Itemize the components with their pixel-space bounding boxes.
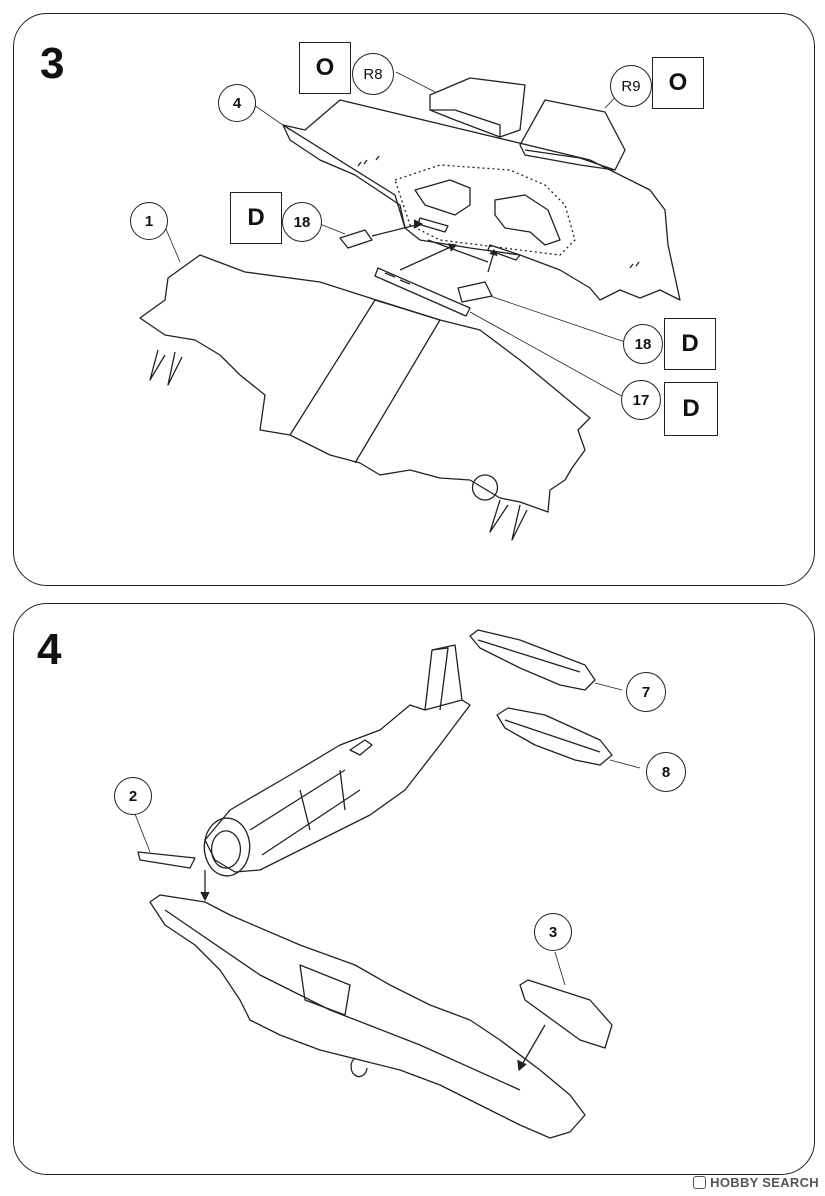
step-4-number: 4	[37, 625, 62, 674]
callout-part-1: 1	[130, 202, 168, 240]
callout-r9: R9	[610, 65, 652, 107]
callout-part-18-right: 18	[623, 324, 663, 364]
part-1-wing	[139, 254, 591, 513]
part-8-elevator	[496, 707, 613, 766]
step-4-panel	[13, 603, 815, 1175]
cockpit-outline	[394, 164, 576, 256]
canopy-r8	[429, 77, 526, 138]
callout-r8: R8	[352, 53, 394, 95]
paint-code-d-18-right: D	[664, 318, 716, 370]
paint-code-o-r8: O	[299, 42, 351, 94]
callout-part-17: 17	[621, 380, 661, 420]
step-3-number: 3	[40, 39, 65, 88]
callout-part-7: 7	[626, 672, 666, 712]
part-4-deck	[282, 99, 681, 301]
part-18-right	[457, 281, 493, 303]
fuselage	[204, 644, 471, 873]
part-3-flap	[519, 979, 613, 1049]
step-3-drawing	[139, 71, 681, 541]
callout-part-3: 3	[534, 913, 572, 951]
main-wing	[149, 894, 586, 1139]
callout-part-8: 8	[646, 752, 686, 792]
canopy-r9	[519, 99, 626, 171]
hobbysearch-watermark: HOBBY SEARCH	[693, 1175, 819, 1190]
paint-code-d-18-left: D	[230, 192, 282, 244]
paint-code-d-17: D	[664, 382, 718, 436]
callout-part-4: 4	[218, 84, 256, 122]
watermark-text: HOBBY SEARCH	[710, 1175, 819, 1190]
callout-part-18-left: 18	[282, 202, 322, 242]
part-18-left	[339, 229, 373, 249]
paint-code-o-r9: O	[652, 57, 704, 109]
hobbysearch-logo-icon	[693, 1176, 707, 1189]
cockpit-opening-left	[414, 179, 471, 216]
callout-part-2: 2	[114, 777, 152, 815]
part-2-flap	[137, 851, 196, 869]
cockpit-opening-right	[494, 194, 561, 246]
engine-cowl	[203, 817, 251, 877]
part-7-elevator	[469, 629, 596, 691]
part-17-bar	[374, 267, 471, 317]
